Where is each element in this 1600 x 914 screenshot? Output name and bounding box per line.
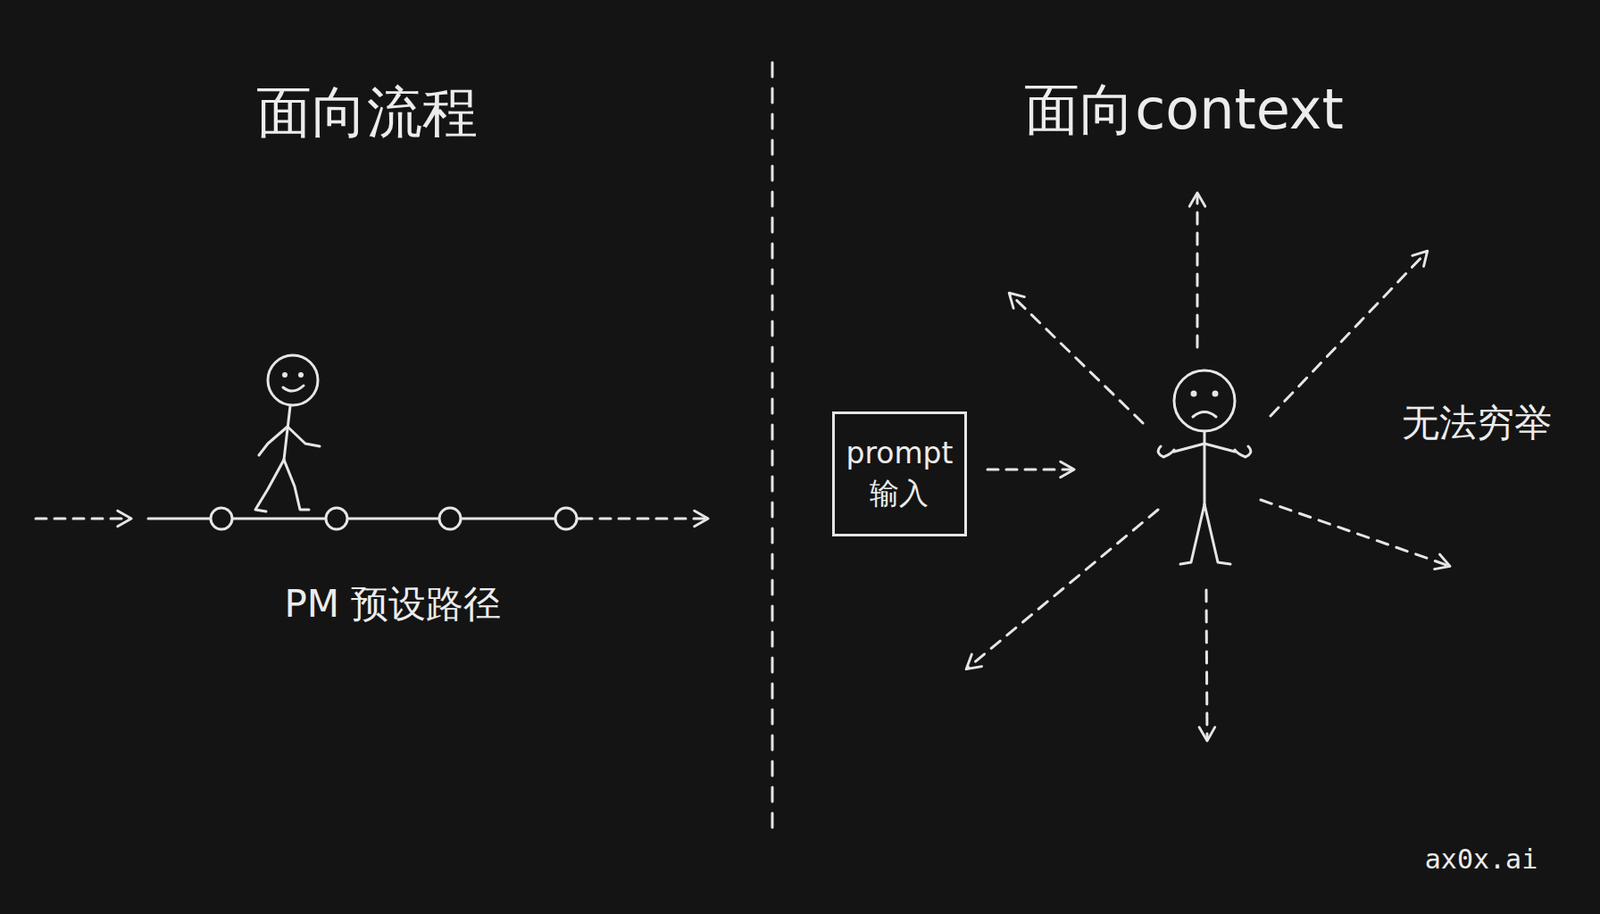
divider [771,62,775,837]
confused-figure [1158,370,1251,565]
section-title: 面向流程 [256,79,478,146]
input-box: prompt 输入 [832,411,967,537]
path-start-arrow [35,517,131,521]
section-title: 面向context [1024,76,1344,143]
watermark: ax0x.ai [1425,843,1538,876]
radiating-arrows [966,193,1450,741]
walking-figure [255,355,320,512]
path-end-arrow [581,517,708,521]
note-label: 无法穷举 [1401,400,1552,446]
box-text: prompt 输入 [845,433,953,514]
prompt-arrow [987,468,1074,472]
path-label: PM 预设路径 [284,582,502,627]
